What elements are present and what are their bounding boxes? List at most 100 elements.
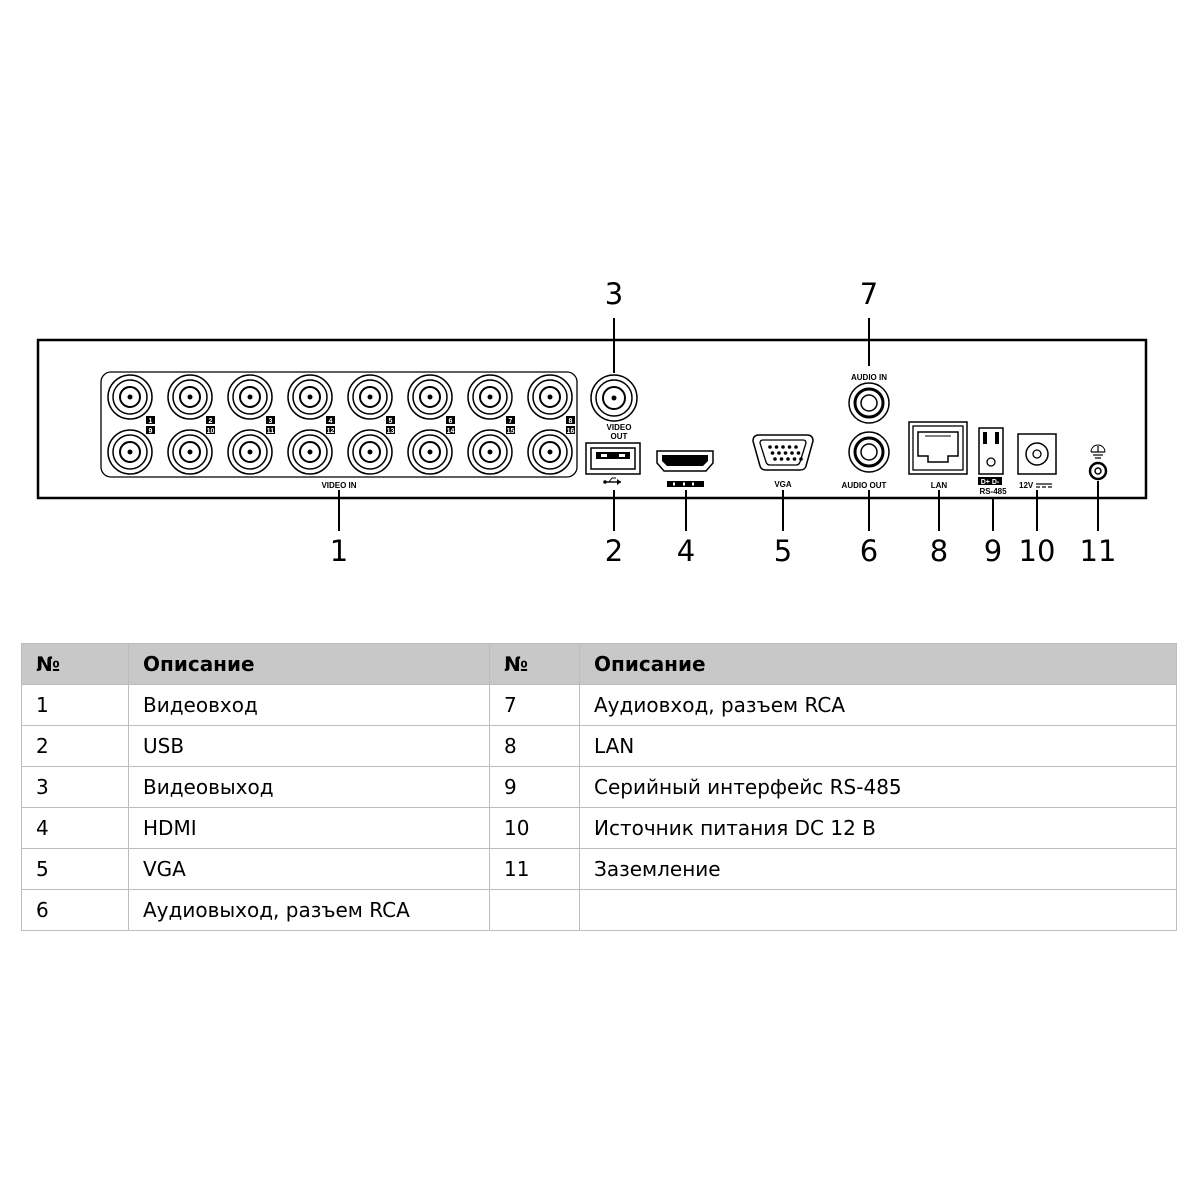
channel-number: 8 bbox=[569, 418, 573, 425]
channel-badge bbox=[506, 416, 515, 424]
vga-pin bbox=[770, 451, 775, 455]
usb-port bbox=[585, 442, 641, 475]
channel-badge bbox=[266, 426, 275, 434]
vga-label: VGA bbox=[774, 480, 792, 489]
cell-number: 2 bbox=[21, 725, 129, 767]
channel-number: 16 bbox=[567, 428, 575, 435]
callout-3: 3 bbox=[605, 277, 623, 311]
callout-6: 6 bbox=[860, 534, 878, 568]
bnc-connector bbox=[167, 374, 213, 420]
usb-icon bbox=[603, 477, 621, 485]
bnc-connector bbox=[407, 429, 453, 475]
channel-badge bbox=[146, 426, 155, 434]
table-row: 4 HDMI 10 Источник питания DC 12 В bbox=[21, 807, 1177, 849]
cell-description: Источник питания DC 12 В bbox=[579, 807, 1177, 849]
bnc-connector bbox=[227, 374, 273, 420]
video-out-label-2: OUT bbox=[611, 432, 628, 441]
bnc-connector bbox=[287, 429, 333, 475]
channel-number: 7 bbox=[509, 418, 513, 425]
vga-pin bbox=[783, 451, 788, 455]
bnc-connector bbox=[227, 429, 273, 475]
vga-pins bbox=[768, 445, 803, 461]
cell-description: USB bbox=[128, 725, 490, 767]
table-row: 3 Видеовыход 9 Серийный интерфейс RS-485 bbox=[21, 766, 1177, 808]
channel-badge bbox=[446, 416, 455, 424]
vga-pin bbox=[768, 445, 772, 449]
video-out-label-1: VIDEO bbox=[607, 423, 632, 432]
cell-description: VGA bbox=[128, 848, 490, 890]
cell-description: Заземление bbox=[579, 848, 1177, 890]
callout-8: 8 bbox=[930, 534, 948, 568]
callout-2: 2 bbox=[605, 534, 623, 568]
rs485-pins-label: D+ D- bbox=[981, 479, 1000, 486]
channel-badge bbox=[506, 426, 515, 434]
vga-pin bbox=[790, 451, 794, 455]
bnc-connector bbox=[467, 429, 513, 475]
video-out-connector bbox=[590, 374, 638, 422]
table-row: 6 Аудиовыход, разъем RCA bbox=[21, 889, 1177, 931]
channel-badge bbox=[326, 416, 335, 424]
channel-badge bbox=[566, 416, 575, 424]
vga-pin bbox=[796, 451, 801, 455]
callout-9: 9 bbox=[984, 534, 1002, 568]
channel-badge bbox=[446, 426, 455, 434]
cell-description: HDMI bbox=[128, 807, 490, 849]
vga-pin bbox=[799, 457, 803, 461]
table-row: 5 VGA 11 Заземление bbox=[21, 848, 1177, 890]
callout-11: 11 bbox=[1080, 534, 1117, 568]
lan-port bbox=[908, 421, 968, 475]
video-in-frame bbox=[100, 371, 578, 478]
callout-10: 10 bbox=[1019, 534, 1056, 568]
channel-number: 4 bbox=[329, 418, 333, 425]
cell-number: 3 bbox=[21, 766, 129, 808]
cell-number: 1 bbox=[21, 684, 129, 726]
bnc-connector bbox=[467, 374, 513, 420]
bnc-connector bbox=[167, 429, 213, 475]
cell-number bbox=[489, 889, 580, 931]
power-connector bbox=[1017, 433, 1057, 475]
bnc-connector bbox=[347, 429, 393, 475]
channel-number: 12 bbox=[327, 428, 335, 435]
video-in-label: VIDEO IN bbox=[321, 481, 356, 490]
callout-7: 7 bbox=[860, 277, 878, 311]
hdmi-logo-icon bbox=[667, 481, 704, 487]
channel-number: 5 bbox=[389, 418, 393, 425]
channel-number: 13 bbox=[387, 428, 395, 435]
cell-number: 10 bbox=[489, 807, 580, 849]
channel-number: 1 bbox=[149, 418, 153, 425]
channel-number: 14 bbox=[447, 428, 455, 435]
audio-in-connector bbox=[848, 382, 890, 424]
channel-badge bbox=[206, 426, 215, 434]
audio-out-label: AUDIO OUT bbox=[842, 481, 887, 490]
vga-pin bbox=[781, 445, 785, 449]
header-description-1: Описание bbox=[128, 643, 490, 685]
table-header-row: № Описание № Описание bbox=[21, 643, 1177, 685]
audio-in-label: AUDIO IN bbox=[851, 373, 887, 382]
channel-number: 15 bbox=[507, 428, 515, 435]
vga-pin bbox=[787, 445, 792, 449]
vga-pin bbox=[792, 457, 797, 461]
header-number-1: № bbox=[21, 643, 129, 685]
vga-pin bbox=[773, 457, 777, 461]
cell-description: LAN bbox=[579, 725, 1177, 767]
callout-1: 1 bbox=[330, 534, 348, 568]
vga-port bbox=[752, 434, 814, 471]
table-row: 2 USB 8 LAN bbox=[21, 725, 1177, 767]
cell-number: 6 bbox=[21, 889, 129, 931]
channel-number: 2 bbox=[209, 418, 213, 425]
channel-number: 10 bbox=[207, 428, 215, 435]
cell-description: Аудиовыход, разъем RCA bbox=[128, 889, 490, 931]
channel-badge bbox=[386, 426, 395, 434]
vga-pin bbox=[777, 451, 781, 455]
bnc-connector bbox=[527, 374, 573, 420]
channel-number: 3 bbox=[269, 418, 273, 425]
dc-symbol-icon bbox=[1036, 483, 1052, 488]
bnc-connector bbox=[527, 429, 573, 475]
hdmi-port bbox=[656, 450, 714, 472]
channel-badge bbox=[206, 416, 215, 424]
channel-number: 9 bbox=[149, 428, 153, 435]
vga-pin bbox=[794, 445, 798, 449]
header-number-2: № bbox=[489, 643, 580, 685]
